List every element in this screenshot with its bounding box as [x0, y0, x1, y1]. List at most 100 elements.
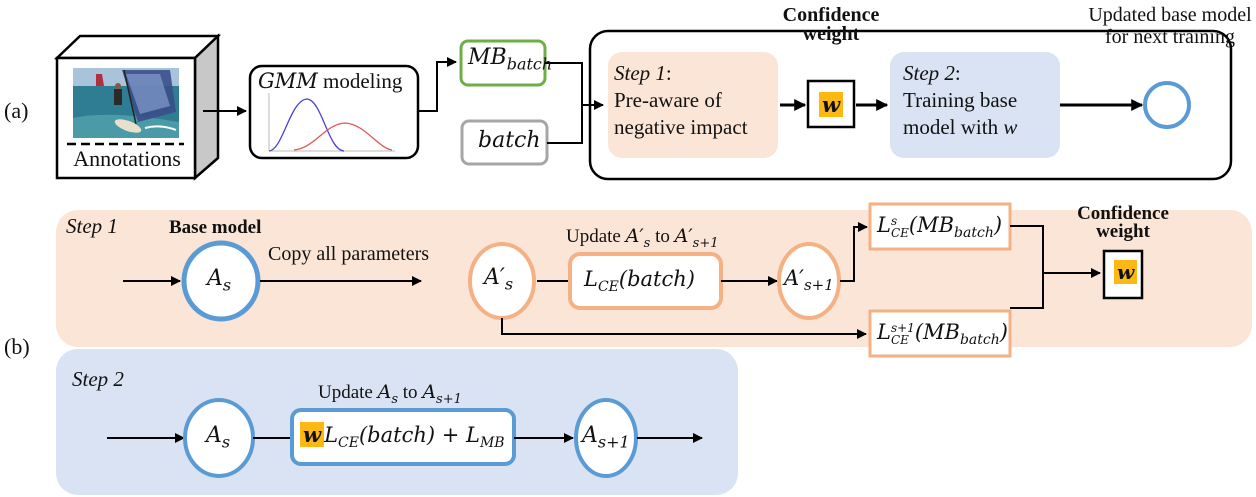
as-prime-sub: s [504, 274, 514, 294]
ls1-arg-end: ) [999, 320, 1008, 344]
weight-symbol-a: w [819, 92, 844, 118]
step1-summary-text: Step 1: Pre-aware of negative impact [614, 60, 748, 141]
ls1-sub: CE [890, 332, 909, 347]
ls1-arg: (MB [914, 320, 960, 344]
as-base: A [207, 266, 223, 291]
lmb-base: L [466, 423, 480, 447]
to-base: A′ [674, 225, 693, 247]
node-as-prime-label: A′s [484, 265, 513, 293]
as2-base: A [206, 423, 222, 448]
to2-sub: s+1 [436, 391, 462, 407]
ls-sup: s [890, 213, 898, 228]
cw-line2: weight [802, 23, 860, 45]
gmm-title: GMM modeling [258, 69, 402, 94]
as1-sub: s+1 [597, 432, 630, 452]
from-base: A′ [625, 225, 644, 247]
l-sub: CE [597, 279, 619, 296]
gmm-curve-clean [268, 98, 345, 152]
ls1-sup: s+1 [890, 320, 915, 335]
updated-model-node [1143, 81, 1191, 129]
as1-base: A [582, 423, 598, 448]
batch-label: batch [478, 128, 541, 153]
w-badge-b: w [1114, 260, 1138, 284]
node-as-label: As [207, 266, 231, 294]
ls-arg: (MB [908, 213, 955, 237]
update2-prefix: Update [318, 382, 378, 403]
mb-sub: batch [506, 54, 553, 74]
updated-model-label: Updated base model for next training [1070, 4, 1256, 48]
update2-mid: to [398, 382, 423, 403]
base-model-label: Base model [169, 217, 262, 238]
w-badge: w [819, 92, 844, 117]
step2-summary-line1: Training base [903, 88, 1018, 112]
loss-batch-label: LCE(batch) [584, 267, 695, 295]
panel-a-label: (a) [4, 98, 29, 123]
node-as1-prime [777, 242, 841, 320]
node-as-step1 [181, 240, 261, 322]
node-as1-step2-label: As+1 [582, 423, 630, 451]
ls1-arg-sub: batch [959, 332, 1000, 349]
mb-batch-label: MBbatch [468, 45, 552, 73]
pipeline-frame [588, 29, 1233, 181]
mb-base: MB [468, 45, 507, 70]
windsurf-photo [73, 68, 179, 138]
l-base: L [584, 267, 598, 291]
update-label-step2: Update As to As+1 [318, 381, 462, 407]
colon: : [665, 61, 672, 85]
confidence-weight-label-b: Confidence weight [1070, 203, 1176, 242]
l2-base: L [324, 423, 339, 447]
w-badge-step2: w [300, 422, 325, 447]
ls-arg-end: ) [993, 213, 1003, 237]
step1-summary-line1: Pre-aware of [614, 88, 722, 112]
from-sub: s [643, 235, 651, 251]
colon: : [954, 61, 961, 85]
ls-sub: CE [890, 225, 909, 240]
copy-params-label: Copy all parameters [268, 243, 430, 265]
lmb-sub: MB [479, 435, 505, 452]
as-prime-base: A′ [484, 265, 505, 290]
step2-summary-title: Step 2 [903, 61, 955, 85]
step2-summary-text: Step 2: Training base model with w [903, 60, 1017, 141]
as2-sub: s [221, 432, 231, 452]
step1-title: Step 1 [66, 214, 118, 238]
step2-summary-box [890, 52, 1060, 158]
w-symbol: w [1003, 115, 1018, 139]
ls-base: L [877, 213, 891, 237]
updated-line1: Updated base model [1088, 4, 1252, 26]
loss-s1-box [868, 309, 1012, 358]
l2-sub: CE [338, 435, 359, 452]
gmm-title-rest: modeling [317, 69, 403, 93]
to-sub: s+1 [692, 235, 719, 251]
as-sub: s [222, 275, 232, 295]
as1-prime-base: A′ [784, 266, 804, 290]
update-label-step1: Update A′s to A′s+1 [566, 225, 719, 251]
step1-summary-line2: negative impact [614, 115, 748, 139]
update-mid: to [650, 226, 675, 247]
cw-line1: Confidence [782, 4, 880, 26]
cwb-line2: weight [1096, 221, 1150, 242]
step2-summary-line2: model with [903, 115, 1004, 139]
l2-arg: (batch) + [358, 423, 466, 447]
updated-line2: for next training [1105, 26, 1235, 48]
panel-b-label: (b) [4, 334, 30, 359]
gmm-title-math: GMM [258, 69, 318, 93]
cwb-line1: Confidence [1077, 203, 1169, 224]
node-as1-prime-label: A′s+1 [784, 266, 834, 294]
from2-base: A [377, 381, 392, 403]
l-arg: (batch) [618, 267, 695, 291]
step1-summary-box [608, 52, 778, 158]
ls1-base: L [877, 320, 891, 344]
step1-summary-title: Step 1 [614, 61, 666, 85]
gmm-curve-noisy [293, 122, 393, 151]
node-as1-step2 [574, 398, 638, 478]
from2-sub: s [391, 391, 399, 407]
update-prefix: Update [566, 226, 626, 247]
weight-symbol-b: w [1114, 260, 1138, 285]
confidence-weight-label-a: Confidence weight [779, 4, 883, 45]
ls-arg-sub: batch [954, 225, 994, 242]
to2-base: A [422, 381, 437, 403]
